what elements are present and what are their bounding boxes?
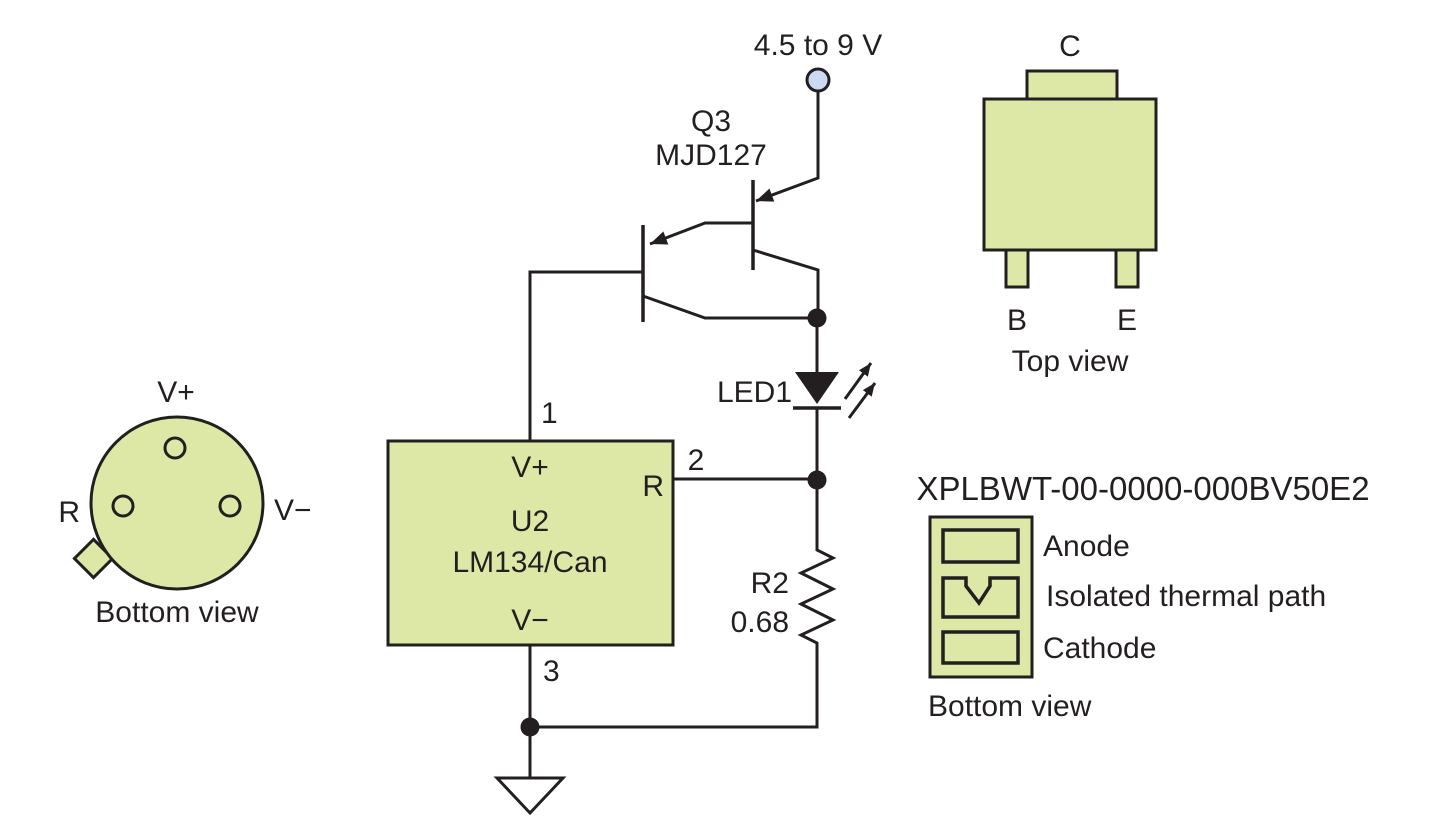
u2-part-label: LM134/Can [452, 546, 607, 579]
can-r-label: R [58, 496, 80, 529]
u2-ref-label: U2 [511, 505, 549, 538]
can-pin-r [111, 494, 135, 518]
can-pin-vplus [163, 436, 187, 460]
q3-emitter-wire [755, 91, 820, 203]
can-vminus-label: V− [274, 494, 312, 527]
q3-part-label: MJD127 [655, 139, 767, 172]
u2-r-pin-label: R [642, 470, 664, 503]
transistor-q3-symbol: Q3 MJD127 [528, 91, 827, 441]
anode-label: Anode [1043, 530, 1130, 563]
can-vplus-label: V+ [157, 376, 195, 409]
resistor-r2-symbol: R2 0.68 [530, 480, 837, 729]
dpak-package-drawing: C B E Top view [982, 30, 1158, 378]
dpak-e-label: E [1117, 304, 1137, 337]
u2-vminus-pin-label: V− [511, 604, 549, 637]
led-package-part-number: XPLBWT-00-0000-000BV50E2 [916, 470, 1369, 507]
thermal-pad [941, 576, 1020, 619]
u2-pin1-number: 1 [541, 397, 558, 430]
u2-body [386, 439, 675, 647]
can-caption: Bottom view [95, 596, 259, 629]
q3-driver-emitter-wire [649, 221, 753, 246]
led1-light-arrow [843, 362, 873, 400]
u2-block: V+ U2 LM134/Can V− R 1 2 3 [386, 397, 817, 778]
q3-base-to-u2-wire [528, 270, 643, 441]
dpak-body [982, 97, 1158, 252]
supply-voltage-label: 4.5 to 9 V [754, 29, 882, 62]
led-package-drawing: XPLBWT-00-0000-000BV50E2 Anode Isolated … [916, 470, 1369, 723]
q3-ref-label: Q3 [691, 105, 731, 138]
can-pin-vminus [218, 494, 242, 518]
dpak-caption: Top view [1012, 345, 1129, 378]
ground-junction-dot [520, 717, 540, 737]
cathode-pad [941, 630, 1020, 665]
dpak-emitter-lead [1114, 248, 1140, 289]
dpak-base-lead [1004, 248, 1030, 289]
led1-triangle [795, 372, 839, 404]
r2-zigzag-and-return-wire [530, 480, 837, 729]
dpak-collector-tab [1025, 69, 1119, 101]
q3-inner-collector-wire [752, 248, 820, 318]
can-outline [89, 415, 265, 591]
dpak-b-label: B [1007, 304, 1027, 337]
can-package-drawing: V+ R V− Bottom view [58, 376, 311, 629]
led1-ref-label: LED1 [717, 376, 792, 409]
led1-symbol: LED1 [717, 318, 877, 490]
r2-ref-label: R2 [751, 567, 789, 600]
led1-light-arrow [847, 382, 877, 419]
ground-triangle [493, 776, 567, 816]
led-package-caption: Bottom view [928, 690, 1092, 723]
supply-terminal-icon [805, 67, 831, 93]
u2-pin3-number: 3 [543, 655, 560, 688]
anode-pad [941, 528, 1020, 564]
q3-outer-collector-wire [642, 294, 817, 320]
thermal-path-label: Isolated thermal path [1046, 580, 1326, 613]
cathode-label: Cathode [1043, 632, 1156, 665]
dpak-c-label: C [1059, 30, 1081, 63]
u2-pin2-number: 2 [688, 444, 705, 477]
ground-icon [493, 776, 567, 816]
u2-vplus-pin-label: V+ [511, 451, 549, 484]
r2-value-label: 0.68 [731, 606, 789, 639]
power-supply: 4.5 to 9 V [754, 29, 882, 93]
